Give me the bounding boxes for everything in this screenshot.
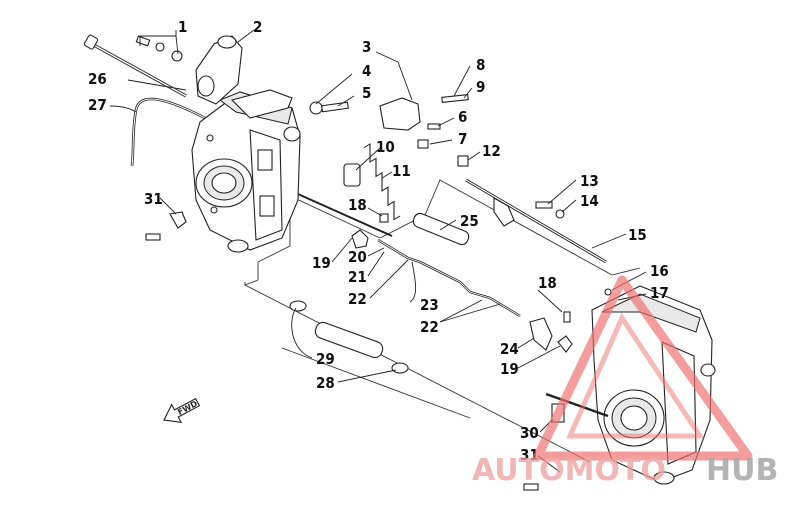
callout-20: 20 — [348, 248, 367, 266]
callout-28: 28 — [316, 374, 335, 392]
callout-22-right: 22 — [420, 318, 439, 336]
watermark-text-secondary: HUB — [706, 453, 778, 488]
callout-29: 29 — [316, 350, 335, 368]
callout-19-right: 19 — [500, 360, 519, 378]
callout-26: 26 — [88, 70, 107, 88]
callout-31-right: 31 — [520, 446, 539, 464]
callout-4: 4 — [362, 62, 371, 80]
fwd-arrow: FWD — [163, 397, 201, 423]
assembly-frames — [243, 179, 641, 463]
watermark-text-primary: AUTOMOTO — [472, 453, 666, 488]
watermark-logo: AUTOMOTO HUB — [472, 275, 778, 488]
callout-7: 7 — [458, 130, 467, 148]
callout-12: 12 — [482, 142, 501, 160]
callout-1: 1 — [178, 18, 187, 36]
callout-23: 23 — [420, 296, 439, 314]
callout-3: 3 — [362, 38, 371, 56]
callout-5: 5 — [362, 84, 371, 102]
callout-21: 21 — [348, 268, 367, 286]
callout-9: 9 — [476, 78, 485, 96]
callout-15: 15 — [628, 226, 647, 244]
callout-31-left: 31 — [144, 190, 163, 208]
callout-25: 25 — [460, 212, 479, 230]
callout-11: 11 — [392, 162, 411, 180]
callout-6: 6 — [458, 108, 467, 126]
callout-8: 8 — [476, 56, 485, 74]
callout-16: 16 — [650, 262, 669, 280]
callout-24: 24 — [500, 340, 519, 358]
screws-washers-1 — [135, 35, 183, 62]
callout-17: 17 — [650, 284, 669, 302]
callout-14: 14 — [580, 192, 599, 210]
leader-lines — [109, 29, 647, 473]
callout-2: 2 — [253, 18, 262, 36]
right-carburetor — [545, 285, 716, 485]
intake-elbow — [195, 35, 243, 105]
callout-22-left: 22 — [348, 290, 367, 308]
fwd-label: FWD — [176, 399, 199, 417]
callout-10: 10 — [376, 138, 395, 156]
callout-19-left: 19 — [312, 254, 331, 272]
callout-numbers: 1 2 3 4 5 6 7 8 9 10 11 12 13 14 15 16 1… — [88, 18, 669, 464]
callout-13: 13 — [580, 172, 599, 190]
callout-27: 27 — [88, 96, 107, 114]
callout-18-right: 18 — [538, 274, 557, 292]
callout-18-left: 18 — [348, 196, 367, 214]
left-carburetor — [191, 89, 301, 253]
callout-30: 30 — [520, 424, 539, 442]
